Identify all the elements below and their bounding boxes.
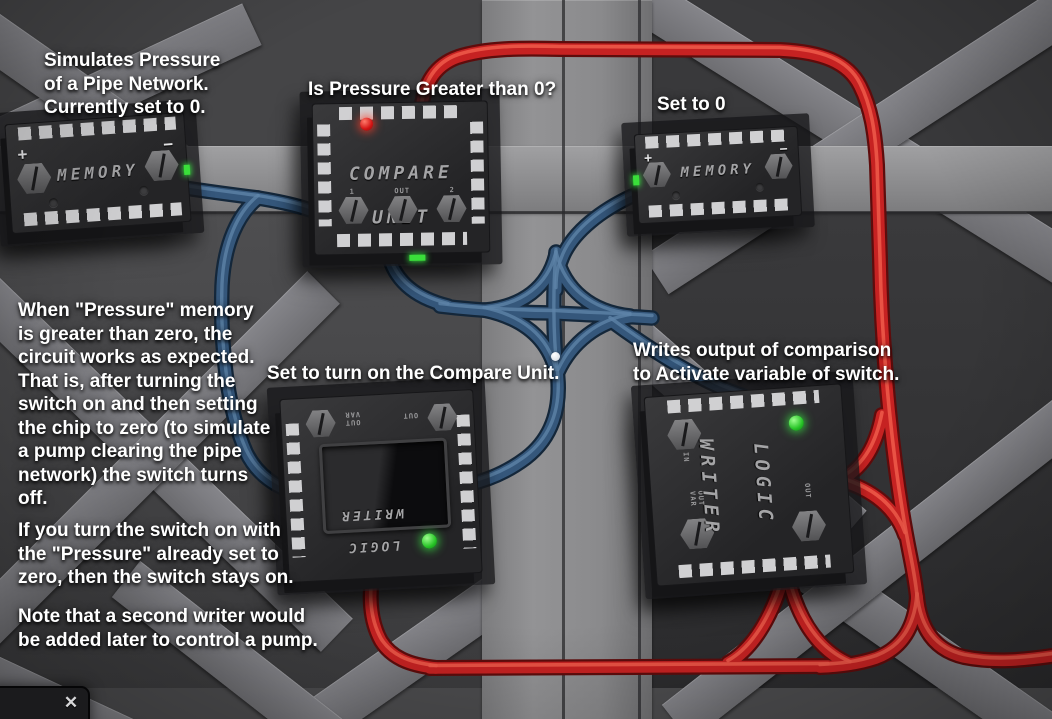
annotation-power-writer: Set to turn on the Compare Unit. — [267, 363, 560, 384]
connector-led — [632, 175, 640, 186]
writer-knob-label: OUT VAR — [344, 410, 361, 427]
floor-beam-vertical — [482, 0, 652, 719]
compare-knob-label: OUT — [394, 186, 411, 196]
compare-knob-label: 2 — [449, 186, 455, 195]
compare-unit-chip[interactable]: COMPARE UNIT 1 OUT 2 — [311, 100, 491, 261]
tutorial-panel[interactable]: ✕ — [0, 686, 90, 719]
memory-chip-zero[interactable]: + − MEMORY — [632, 125, 803, 225]
annotation-explanation-main: When "Pressure" memory is greater than z… — [18, 300, 271, 509]
logic-writer-output-chip[interactable]: IN OUT VAR OUT LOGIC WRITER — [643, 383, 855, 587]
close-button[interactable]: ✕ — [60, 692, 82, 714]
annotation-pressure-memory: Simulates Pressure of a Pipe Network. Cu… — [44, 50, 221, 118]
connector-led — [183, 164, 191, 175]
writer-knob-label: OUT — [402, 410, 419, 420]
logic-writer-label: LOGIC WRITER — [338, 504, 405, 555]
floor-seam — [562, 0, 565, 719]
chip-pins — [338, 104, 461, 121]
cursor-dot — [551, 352, 560, 361]
chip-pins — [336, 231, 468, 248]
logic-writer-power-chip[interactable]: OUT VAR OUT LOGIC WRITER — [279, 389, 483, 583]
connector-led — [409, 254, 426, 261]
memory-increment-button[interactable]: + — [16, 144, 29, 165]
annotation-explanation-zero-case: If you turn the switch on with the "Pres… — [18, 520, 294, 588]
annotation-compare-question: Is Pressure Greater than 0? — [308, 79, 557, 100]
annotation-set-to-zero: Set to 0 — [657, 94, 726, 115]
memory-chip-pressure[interactable]: + − MEMORY — [4, 111, 192, 235]
compare-knob-label: 1 — [349, 187, 355, 196]
close-icon: ✕ — [63, 693, 79, 712]
logic-writer-label: LOGIC WRITER — [694, 437, 777, 538]
annotation-second-writer: Note that a second writer would be added… — [18, 606, 318, 651]
annotation-output-writer: Writes output of comparison to Activate … — [633, 340, 900, 385]
writer-knob-label: IN — [681, 451, 691, 463]
